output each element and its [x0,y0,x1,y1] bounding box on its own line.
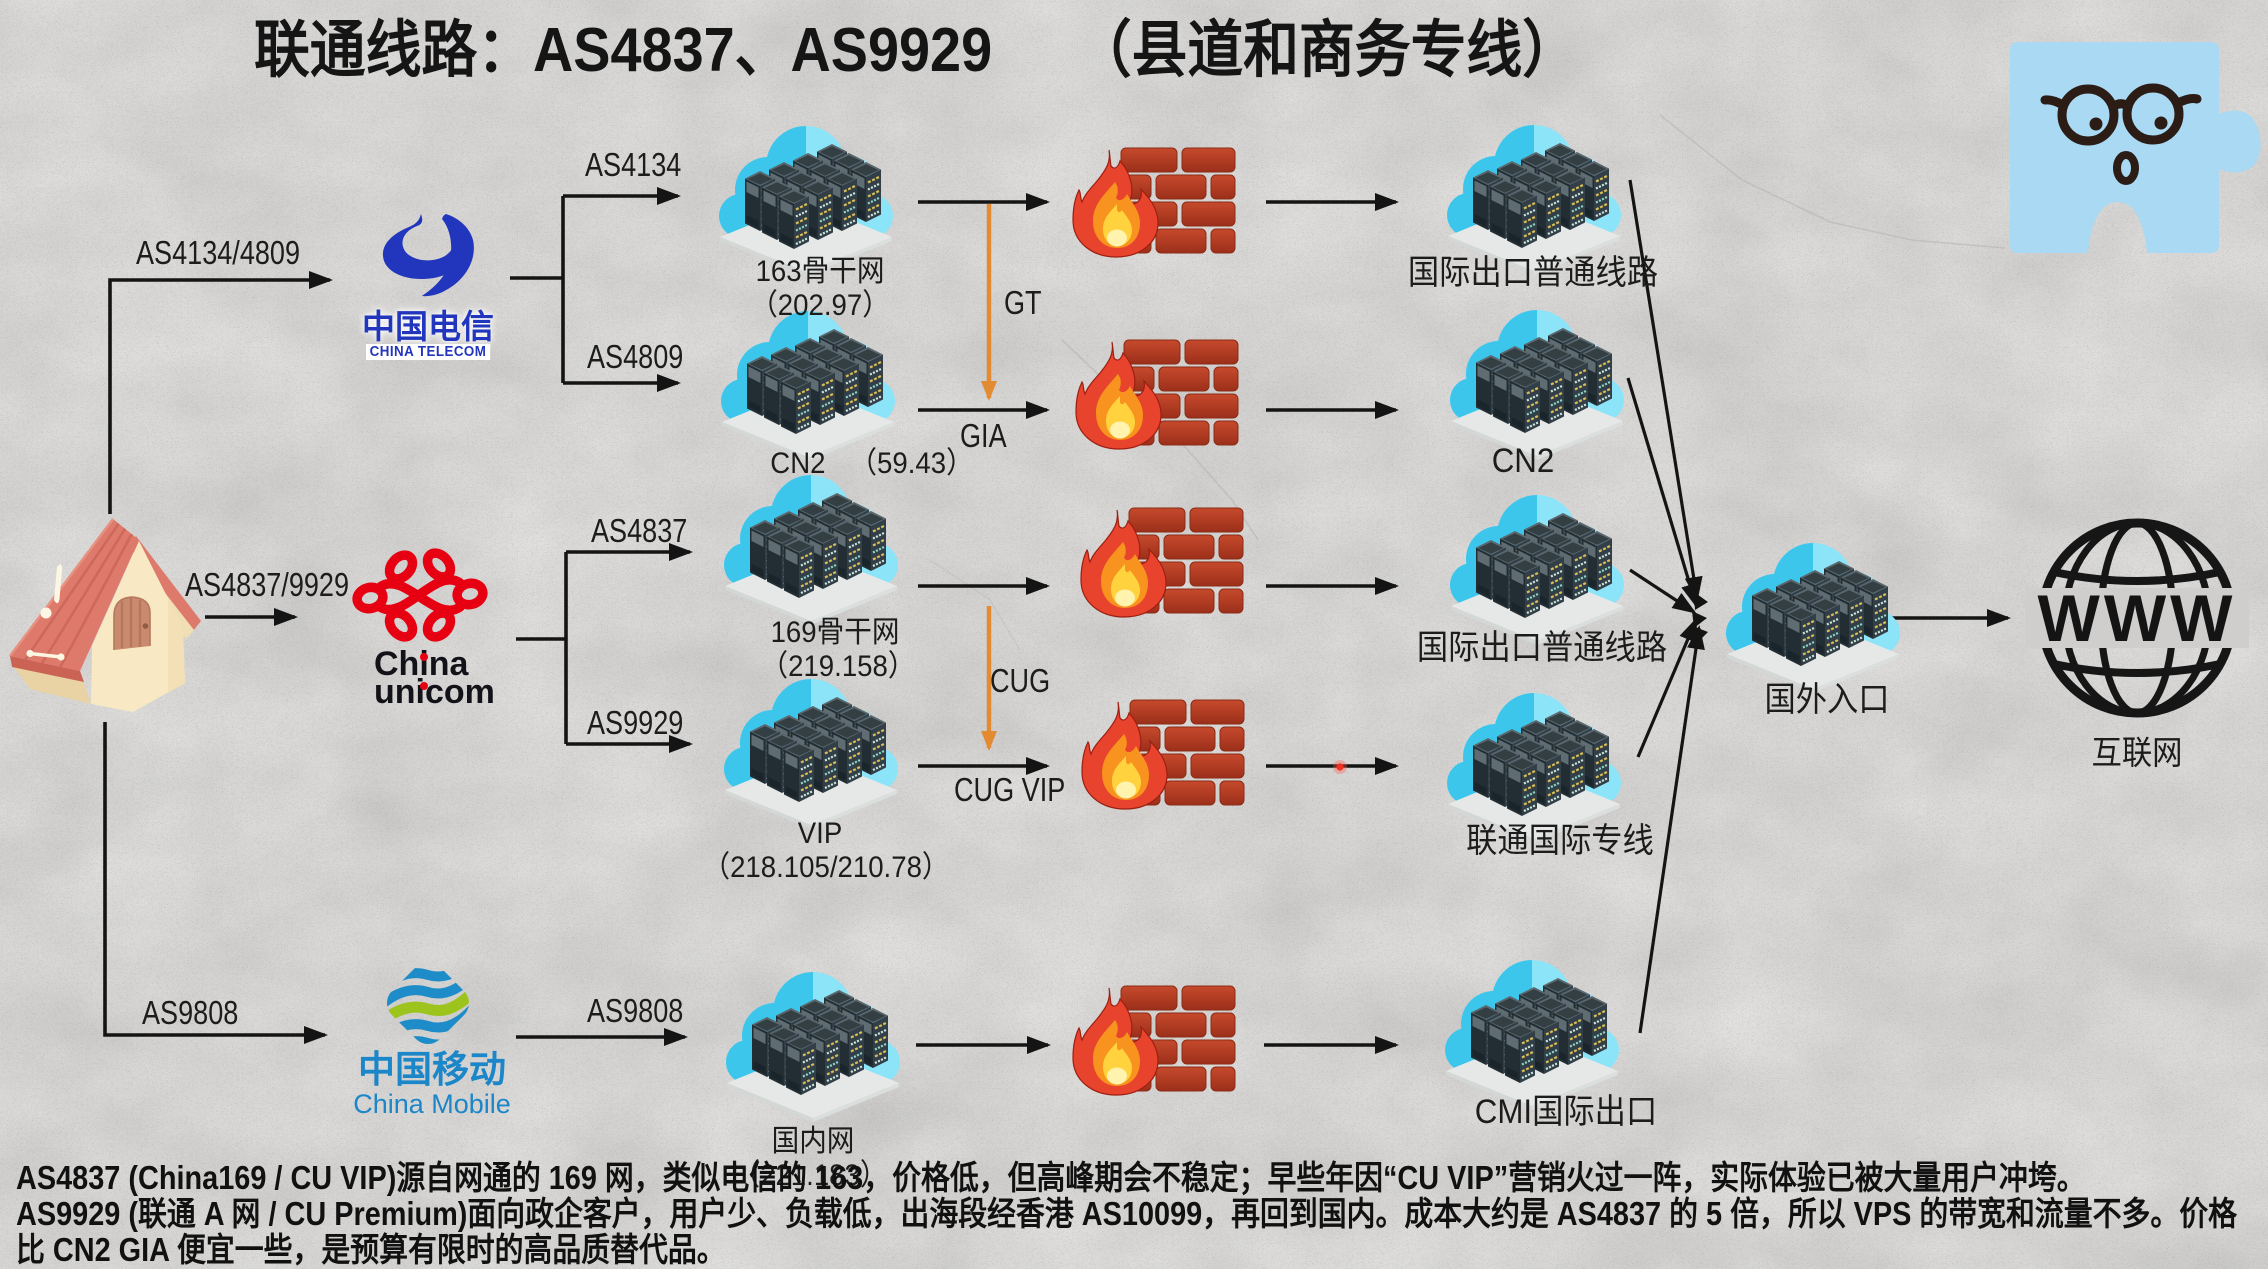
gfw-firewall-icon-5 [1072,985,1236,1096]
edge-label-cug-vip: CUG VIP [954,771,1066,808]
www-text: WWW [2037,581,2237,655]
cloud-servers-icon-domestic [726,972,900,1122]
node-label-169: 169骨干网 [770,616,900,649]
cloud-servers-icon-exit-cmi [1445,960,1619,1110]
puzzle-avatar [2010,42,2261,253]
gfw-firewall-icon-1 [1072,147,1236,258]
edge-label-mobile-domestic: AS9808 [587,992,684,1029]
gfw-firewall-icon-3 [1080,507,1244,618]
china-telecom-logo-icon [382,214,474,297]
cloud-servers-icon-cn2 [721,311,895,461]
edge-label-house-telecom: AS4134/4809 [136,234,301,271]
glasses-icon [2040,83,2202,146]
edge-house-mobile-line [103,722,328,1044]
china-unicom-wordmark: China unicom [374,645,495,711]
cn2-prefix: （59.43） [849,447,974,480]
note-line-1: AS4837 (China169 / CU VIP)源自网通的 169 网，类似… [16,1159,2086,1196]
edge-exitcmi-converge-line [1638,625,1705,1034]
node-label-163: 163骨干网 [755,255,885,288]
china-mobile-en-label: China Mobile [353,1089,511,1119]
edge-label-telecom-163: AS4134 [585,146,682,183]
house-icon [9,518,201,712]
puzzle-piece-icon [2010,42,2261,253]
edge-house-telecom-line [108,271,333,514]
edge-exit163-converge-line [1628,179,1703,601]
node-label-domestic: 国内网 [771,1125,855,1158]
edge-label-cug: CUG [990,662,1051,699]
china-mobile-logo-icon [379,954,477,1052]
node-prefix-163: （202.97） [750,289,890,322]
edge-label-house-mobile: AS9808 [142,994,239,1031]
edge-label-telecom-cn2: AS4809 [587,338,684,375]
cloud-servers-icon-exit-169 [1450,495,1624,645]
cloud-servers-icon-exit-unicom [1447,693,1621,843]
unicom-i-dot-2 [420,682,428,690]
exit-label-unicom-intl: 联通国际专线 [1466,822,1654,860]
cloud-servers-icon-vip [724,679,898,829]
convergence-point [1692,592,1708,643]
unicom-i-dot-1 [420,653,428,661]
exit-label-cn2: CN2 [1491,442,1555,480]
edge-label-gt: GT [1004,284,1042,321]
cloud-servers-icon-overseas [1726,543,1900,693]
cloud-servers-icon-163 [719,126,893,276]
cloud-servers-icon-169 [724,475,898,625]
page-title: 联通线路：AS4837、AS9929 （县道和商务专线） [254,16,1578,85]
connector-lines-layer [103,179,2011,1054]
edge-exitunicom-converge-line [1636,617,1698,758]
china-unicom-en-line1: China [374,645,469,683]
cn2-name: CN2 [770,447,826,480]
node-prefix-169: （219.158） [760,650,916,683]
overseas-entry-label: 国外入口 [1764,681,1890,719]
internet-label: 互联网 [2091,734,2183,771]
note-line-2: AS9929 (联通 A 网 / CU Premium)面向政企客户，用户少、负… [16,1195,2238,1232]
exit-label-169: 国际出口普通线路 [1416,629,1668,667]
node-prefix-vip: （218.105/210.78） [702,851,950,884]
node-label-cn2-mid: CN2 （59.43） [770,448,973,480]
china-unicom-logo-icon [352,548,488,642]
gfw-firewall-icon-2 [1075,339,1239,450]
notes-block: AS4837 (China169 / CU VIP)源自网通的 169 网，类似… [16,1160,2237,1268]
china-mobile-zh-label: 中国移动 [358,1049,506,1090]
note-line-3: 比 CN2 GIA 便宜一些，是预算有限时的高品质替代品。 [16,1231,726,1268]
laser-dot [1333,760,1347,774]
china-unicom-en-line2: unicom [374,673,495,711]
node-label-vip: VIP [797,817,843,850]
edge-label-house-unicom: AS4837/9929 [185,566,350,603]
china-telecom-en-label: CHINA TELECOM [365,344,491,361]
mouth-icon [2113,151,2139,185]
china-telecom-zh-label: 中国电信 [362,308,494,345]
gfw-firewall-icon-4 [1081,699,1245,810]
cloud-servers-icon-exit-cn2 [1450,310,1624,460]
cloud-servers-icon-exit-163 [1447,125,1621,275]
exit-label-cmi: CMI国际出口 [1474,1093,1658,1131]
edge-label-gia: GIA [960,417,1007,454]
edge-exitcn2-converge-line [1626,377,1699,608]
edge-exit169-converge-line [1629,568,1697,614]
edge-label-unicom-169: AS4837 [591,512,688,549]
edge-label-unicom-vip: AS9929 [587,704,684,741]
node-prefix-domestic: （221.183） [732,1159,888,1192]
exit-label-163: 国际出口普通线路 [1407,254,1659,292]
crack-line-2 [929,559,1021,651]
